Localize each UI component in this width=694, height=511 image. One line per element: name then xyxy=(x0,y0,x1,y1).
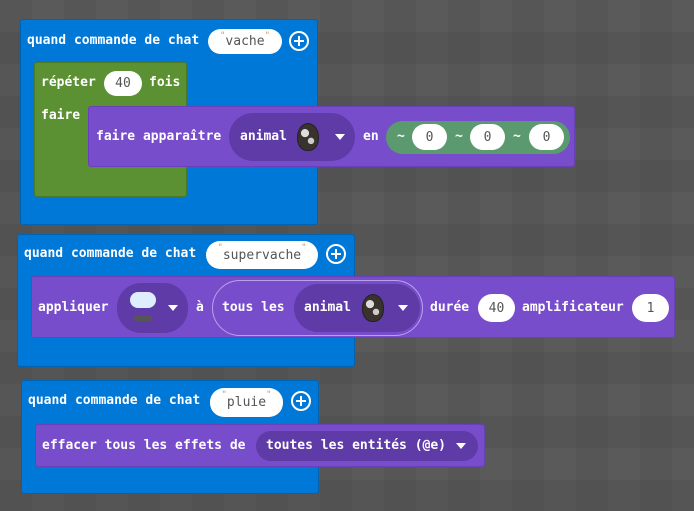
event-label: quand commande de chat xyxy=(24,246,197,261)
at-label: en xyxy=(363,129,379,144)
target-label: toutes les entités (@e) xyxy=(266,438,447,453)
clear-label: effacer tous les effets de xyxy=(42,438,246,453)
command-text: supervache xyxy=(222,247,302,263)
entity-label: animal xyxy=(304,300,351,315)
tilde-x: ~ xyxy=(397,129,405,144)
add-parameter-icon[interactable] xyxy=(289,31,309,51)
add-parameter-icon[interactable] xyxy=(326,244,346,264)
duration-input[interactable]: 40 xyxy=(478,294,515,322)
command-text: vache xyxy=(225,34,265,49)
entity-label: animal xyxy=(240,129,287,144)
target-selector[interactable] xyxy=(212,280,423,336)
tilde-z: ~ xyxy=(513,129,521,144)
target-dropdown[interactable] xyxy=(256,431,478,461)
duration-value: 40 xyxy=(488,300,505,316)
chevron-down-icon xyxy=(168,305,178,311)
add-parameter-icon[interactable] xyxy=(291,391,311,411)
target-prefix: tous les xyxy=(222,300,285,315)
y-value: 0 xyxy=(483,129,492,145)
amplifier-value: 1 xyxy=(646,300,655,316)
command-input-vache[interactable]: "vache" xyxy=(208,29,282,54)
x-value: 0 xyxy=(425,129,434,145)
do-label: faire xyxy=(41,108,81,123)
position-z-input[interactable]: 0 xyxy=(529,124,564,150)
to-label: à xyxy=(196,300,204,315)
event-label: quand commande de chat xyxy=(28,393,201,408)
chevron-down-icon xyxy=(335,134,345,140)
position-y-input[interactable]: 0 xyxy=(470,124,505,150)
tilde-y: ~ xyxy=(455,129,463,144)
effect-shadow-icon xyxy=(134,316,152,321)
z-value: 0 xyxy=(542,129,551,145)
spawn-egg-icon xyxy=(297,123,319,151)
amplifier-input[interactable]: 1 xyxy=(632,294,669,322)
event-label: quand commande de chat xyxy=(27,33,200,48)
chevron-down-icon xyxy=(398,305,408,311)
spawn-egg-icon xyxy=(362,294,384,322)
command-input-pluie[interactable]: "pluie" xyxy=(210,388,283,417)
duration-label: durée xyxy=(430,300,470,315)
apply-label: appliquer xyxy=(38,300,109,315)
repeat-count: 40 xyxy=(115,76,131,91)
command-text: pluie xyxy=(226,395,267,410)
repeat-suffix: fois xyxy=(149,75,181,90)
position-x-input[interactable]: 0 xyxy=(412,124,447,150)
command-input-supervache[interactable]: "supervache" xyxy=(206,241,318,269)
repeat-label: répéter xyxy=(41,75,96,90)
entity-dropdown[interactable] xyxy=(229,113,355,161)
amplifier-label: amplificateur xyxy=(522,300,624,315)
repeat-count-input[interactable]: 40 xyxy=(104,71,142,96)
spawn-label: faire apparaître xyxy=(96,129,222,144)
chevron-down-icon xyxy=(456,443,466,449)
effect-cloud-icon xyxy=(130,292,156,308)
